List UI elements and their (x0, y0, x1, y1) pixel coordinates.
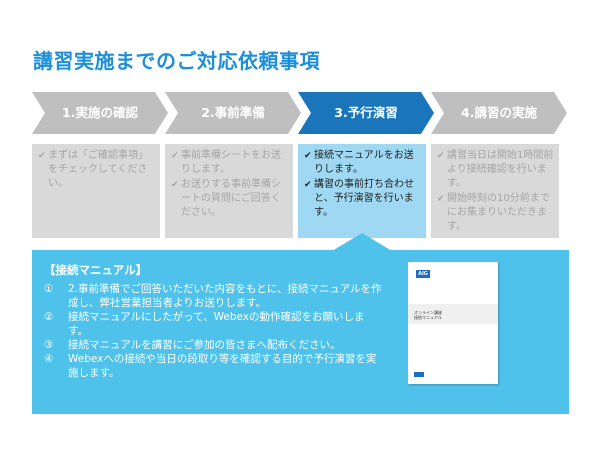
document-title-line1: オンライン講座 (414, 310, 442, 315)
card-item: ✔お送りする事前準備シートの質問にご回答ください。 (171, 179, 281, 218)
step-label-1: 1.実施の確認 (62, 105, 138, 120)
card-item: ✔講習の事前打ち合わせと、予行演習を行います。 (304, 179, 414, 218)
step-card-4: ✔講習当日は開始1時間前より接続確認を行います。 ✔開始時刻の10分前までにお集… (431, 144, 559, 238)
manual-document-thumbnail: AIG オンライン講座 接続マニュアル (408, 262, 498, 384)
card-item: ✔まずは「ご確認事項」をチェックしてください。 (38, 150, 148, 189)
check-icon: ✔ (171, 180, 179, 190)
panel-heading: 【接続マニュアル】 (44, 263, 148, 277)
check-icon: ✔ (304, 151, 312, 161)
page-title: 講習実施までのご対応依頼事項 (33, 49, 320, 73)
check-icon: ✔ (437, 151, 445, 161)
step-label-3: 3.予行演習 (334, 105, 398, 120)
step-card-1: ✔まずは「ご確認事項」をチェックしてください。 (32, 144, 160, 238)
step-card-2: ✔事前準備シートをお送りします。 ✔お送りする事前準備シートの質問にご回答くださ… (165, 144, 293, 238)
aig-logo: AIG (416, 270, 430, 278)
step-arrow-2 (165, 92, 301, 134)
check-icon: ✔ (171, 151, 179, 161)
check-icon: ✔ (304, 180, 312, 190)
step-arrow-4 (431, 92, 567, 134)
document-title-line2: 接続マニュアル (414, 315, 442, 320)
check-icon: ✔ (437, 194, 445, 204)
card-item: ✔講習当日は開始1時間前より接続確認を行います。 (437, 150, 554, 189)
document-footer-mark (414, 372, 424, 377)
step-arrow-3 (298, 92, 434, 134)
step-label-4: 4.講習の実施 (461, 105, 537, 120)
document-title-band (408, 304, 498, 324)
card-item: ✔開始時刻の10分前までにお集まりいただきます。 (437, 193, 550, 232)
step-arrow-1 (32, 92, 168, 134)
step-label-2: 2.事前準備 (201, 105, 265, 120)
check-icon: ✔ (38, 151, 46, 161)
card-item: ✔接続マニュアルをお送りします。 (304, 150, 414, 175)
step-card-3: ✔接続マニュアルをお送りします。 ✔講習の事前打ち合わせと、予行演習を行います。 (298, 144, 426, 238)
card-item: ✔事前準備シートをお送りします。 (171, 150, 281, 175)
